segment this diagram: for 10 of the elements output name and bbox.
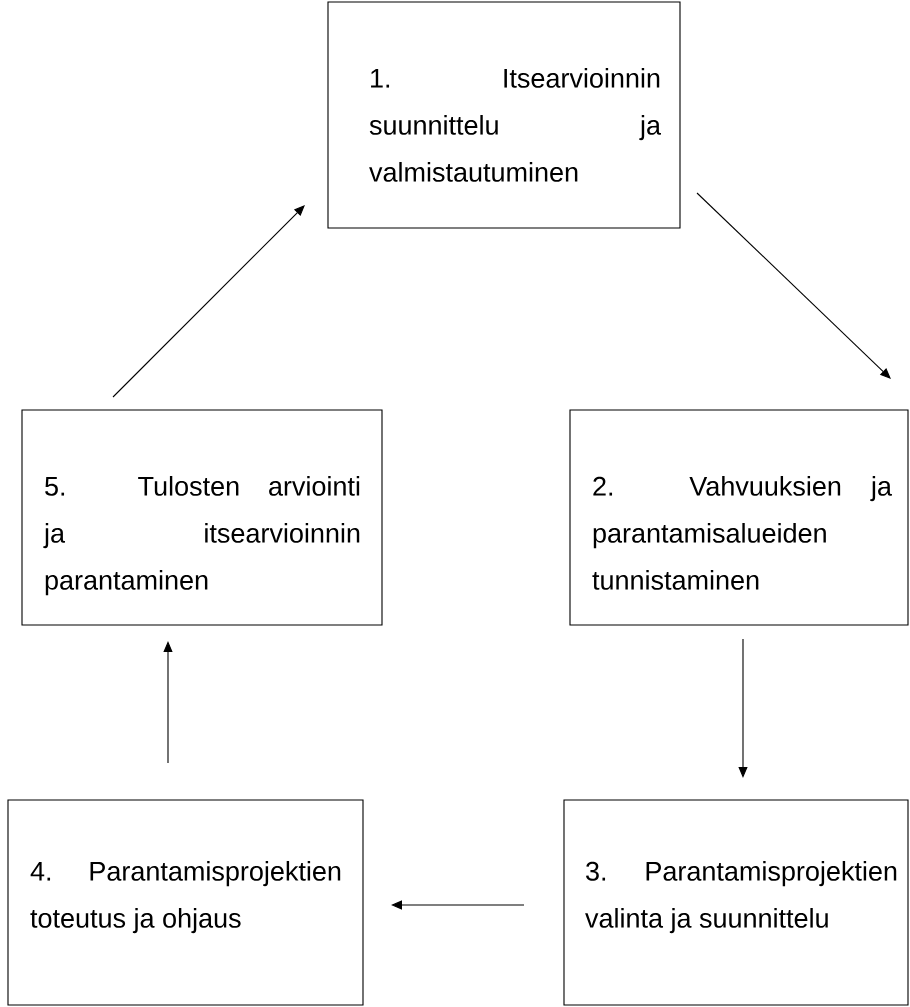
process-box: 3. Parantamisprojektien valinta ja suunnittelu — [563, 799, 909, 1006]
arrow — [696, 192, 891, 379]
arrow — [738, 638, 748, 778]
process-box: 5. Tulosten arviointi ja itsearvioinnin parantaminen — [21, 409, 383, 626]
arrow — [163, 641, 173, 764]
process-box: 4. Parantamisprojektien toteutus ja ohjaus — [7, 799, 364, 1006]
arrow — [112, 205, 305, 398]
arrow — [391, 900, 525, 910]
process-box: 2. Vahvuuksien ja parantamisalueiden tunnistaminen — [569, 409, 909, 626]
process-box: 1. Itsearvioinnin suunnittelu ja valmistautuminen — [327, 1, 681, 229]
